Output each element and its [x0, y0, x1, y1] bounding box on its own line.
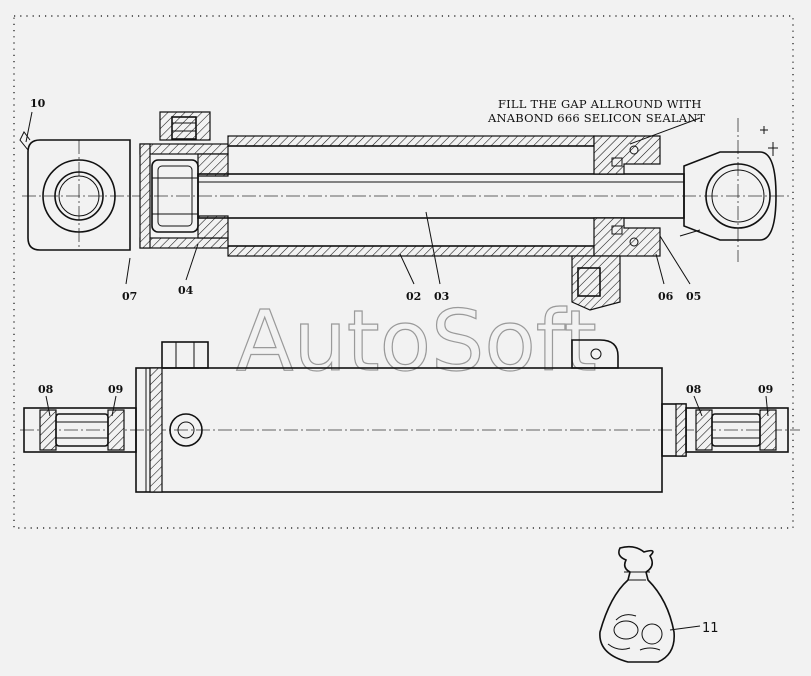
section-view	[19, 111, 790, 311]
callout-08-left: 08	[38, 383, 54, 396]
sealant-note-line2: ANABOND 666 SELICON SEALANT	[487, 111, 705, 125]
callout-02: 02	[406, 290, 421, 303]
watermark: AutoSoft	[236, 292, 597, 390]
callout-09-right: 09	[758, 383, 773, 396]
callout-08-right: 08	[686, 383, 702, 396]
callout-03: 03	[434, 290, 449, 303]
callout-09-left: 09	[108, 383, 123, 396]
callout-07: 07	[122, 290, 137, 303]
dotted-frame	[13, 15, 794, 529]
sealant-note-line1: FILL THE GAP ALLROUND WITH	[498, 97, 702, 111]
callout-06: 06	[658, 290, 674, 303]
parts-bag-icon	[599, 545, 701, 663]
callout-11: 11	[702, 621, 719, 636]
external-view	[20, 339, 800, 493]
callout-05: 05	[686, 290, 701, 303]
callout-10: 10	[30, 97, 46, 110]
callout-04: 04	[178, 284, 194, 297]
